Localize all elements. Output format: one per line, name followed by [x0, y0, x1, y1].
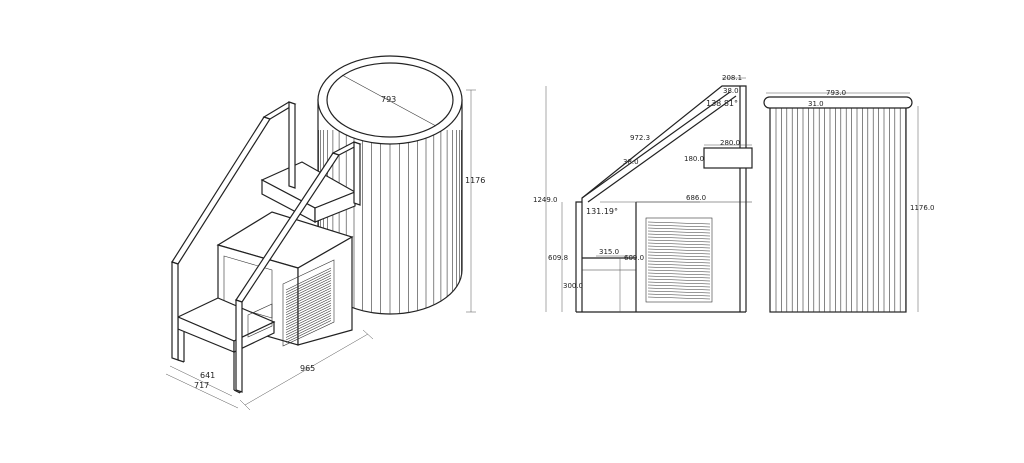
iso-vent-hatch [285, 267, 332, 343]
side-upper-step [703, 147, 753, 169]
drawing-line [285, 305, 332, 328]
side-frame-outline [575, 85, 747, 312]
drawing-line [285, 280, 332, 303]
side-dimensions: 208.1 38.0 138.81° 972.3 38.0 180.0 280.… [533, 74, 752, 312]
drawing-line [285, 310, 332, 333]
side-dim-bottom-step-height: 300.0 [563, 282, 583, 290]
drawing-line [647, 227, 711, 231]
side-dim-angle-top: 138.81° [706, 99, 738, 108]
drawing-line [285, 287, 332, 311]
drawing-line [647, 266, 711, 270]
drawing-line [285, 315, 332, 338]
side-dim-angle-bottom: 131.19° [586, 207, 618, 216]
front-dim-width: 793.0 [826, 89, 846, 97]
side-vent-hatch [647, 221, 711, 300]
front-view: 793.0 31.0 1176.0 [763, 89, 935, 313]
drawing-line [647, 224, 711, 228]
side-dim-upper-step-width: 315.0 [599, 248, 619, 256]
iso-diameter-line [341, 74, 437, 127]
iso-height-dimension: 1176 [465, 89, 485, 313]
drawing-line [647, 263, 711, 267]
drawing-line [285, 320, 332, 343]
side-rail-inner-2 [587, 95, 737, 203]
iso-dim-height: 1176 [465, 176, 485, 185]
drawing-line [647, 245, 711, 249]
side-dim-total-height: 1249.0 [533, 196, 558, 204]
drawing-line [285, 277, 332, 301]
front-dim-rim: 31.0 [808, 100, 824, 108]
side-dim-top-width: 208.1 [722, 74, 742, 82]
side-dim-cabinet-width: 686.0 [686, 194, 706, 202]
drawing-line [647, 287, 711, 291]
side-dim-top-offset: 38.0 [723, 87, 739, 95]
drawing-line [647, 293, 711, 297]
drawing-line [647, 260, 711, 264]
side-dim-lower-height: 609.8 [548, 254, 568, 262]
drawing-line [647, 257, 711, 261]
drawing-line [285, 272, 332, 296]
iso-dim-length: 965 [300, 364, 315, 373]
side-dim-step-height: 180.0 [684, 155, 704, 163]
front-slats [775, 108, 906, 312]
iso-dim-depth-inner: 641 [200, 371, 215, 380]
side-dim-rail-thickness: 38.0 [623, 158, 639, 166]
iso-cabinet-vent-panel [282, 259, 335, 347]
iso-cylinder-rim [317, 55, 463, 145]
drawing-line [647, 275, 711, 279]
side-dim-rail-length: 972.3 [630, 134, 650, 142]
side-view: 208.1 38.0 138.81° 972.3 38.0 180.0 280.… [533, 74, 753, 313]
drawing-line [647, 239, 711, 243]
drawing-line [285, 290, 332, 313]
drawing-line [285, 297, 332, 321]
drawing-line [647, 278, 711, 282]
iso-dim-diameter: 793 [381, 95, 396, 104]
drawing-line [647, 242, 711, 246]
drawing-line [647, 230, 711, 234]
drawing-line [647, 236, 711, 240]
drawing-line [285, 300, 332, 323]
drawing-line [285, 282, 332, 306]
drawing-line [647, 272, 711, 276]
front-dim-height: 1176.0 [910, 204, 935, 212]
iso-handrail-right [235, 141, 362, 393]
drawing-line [285, 312, 332, 336]
iso-dim-depth-outer: 717 [194, 381, 209, 390]
side-dim-cabinet-height: 609.0 [624, 254, 644, 262]
drawing-line [647, 296, 711, 300]
front-body [769, 105, 907, 313]
drawing-line [285, 275, 332, 298]
drawing-line [285, 285, 332, 308]
drawing-line [647, 290, 711, 294]
drawing-line [647, 233, 711, 237]
drawing-line [647, 251, 711, 255]
drawing-line [647, 269, 711, 273]
iso-base-dimensions: 641 717 965 [165, 329, 374, 411]
side-rail-inner [581, 91, 731, 199]
front-dimensions: 793.0 31.0 1176.0 [766, 89, 935, 312]
drawing-line [647, 254, 711, 258]
drawing-line [285, 307, 332, 331]
iso-bottom-step [176, 297, 276, 394]
drawing-line [285, 302, 332, 326]
drawing-line [285, 317, 332, 341]
side-vent-panel [645, 217, 713, 303]
drawing-line [647, 281, 711, 285]
iso-handrail-left [171, 101, 297, 361]
drawing-line [285, 270, 332, 293]
drawing-line [285, 295, 332, 318]
isometric-view: 793 1176 [165, 55, 485, 411]
side-dim-step-width: 280.0 [720, 139, 740, 147]
front-rim [763, 96, 913, 109]
drawing-line [647, 221, 711, 225]
drawing-line [285, 292, 332, 316]
drawing-line [647, 284, 711, 288]
drawing-line [285, 267, 332, 291]
drawing-line [647, 248, 711, 252]
iso-cylinder-inner-rim [326, 62, 454, 138]
